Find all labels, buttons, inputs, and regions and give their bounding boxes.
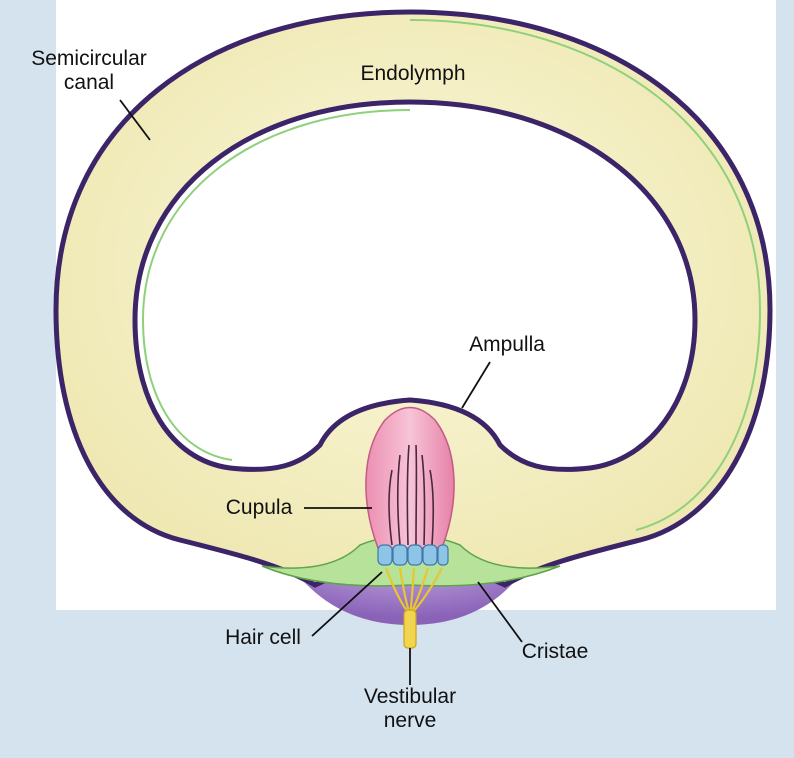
label-semicircular-canal: Semicircular canal [14,47,164,95]
leader-cristae [477,581,523,643]
label-vestibular-nerve-line1: Vestibular [363,685,457,708]
label-ampulla: Ampulla [469,333,545,356]
membranous-labyrinth-line-inner [141,109,411,461]
label-hair-cell: Hair cell [225,626,301,649]
label-cupula: Cupula [225,496,293,519]
stereocilia [388,444,435,546]
label-vestibular-nerve-line2: nerve [383,709,437,732]
leader-semicircular-canal [119,99,151,141]
label-semicircular-canal-line2: canal [63,71,115,94]
membranous-labyrinth-line [409,19,762,531]
cupula [365,406,455,549]
label-cristae: Cristae [521,640,589,663]
vestibular-nerve [403,609,417,649]
leader-ampulla [461,361,491,409]
leader-hair-cell [311,571,383,637]
label-vestibular-nerve: Vestibular nerve [340,685,480,733]
hair-cells [377,544,449,566]
label-semicircular-canal-line1: Semicircular [31,47,147,70]
label-endolymph: Endolymph [360,62,466,85]
